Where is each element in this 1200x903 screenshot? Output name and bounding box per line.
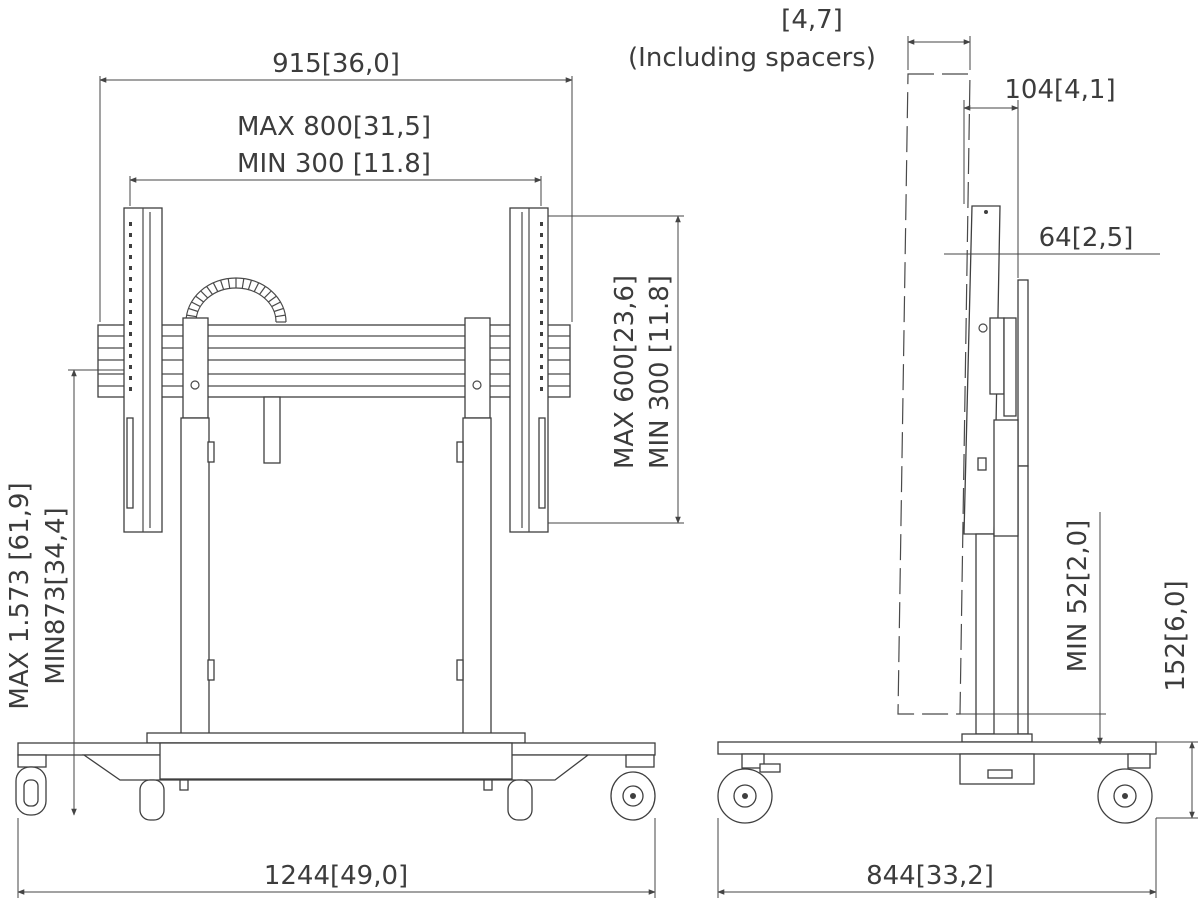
bracket-hole (540, 299, 543, 303)
bracket-hole (129, 255, 132, 259)
bracket-hole (129, 354, 132, 358)
bracket-hole (540, 343, 543, 347)
spiral-coil-tick (227, 278, 231, 289)
front-dimension-lines (17, 76, 684, 898)
spiral-coil-tick (219, 279, 225, 290)
bracket-hole (540, 310, 543, 314)
bracket-hole (540, 376, 543, 380)
spiral-coil-tick (271, 301, 281, 308)
bracket-hole (540, 354, 543, 358)
dim-label-vert-max-600: MAX 600[23,6] (610, 275, 640, 469)
bracket-hole (540, 365, 543, 369)
bracket-hole (129, 332, 132, 336)
spiral-coil-tick (275, 314, 286, 318)
spiral-coil-tick (263, 290, 272, 299)
bracket-hole (540, 255, 543, 259)
dim-label-min-52: MIN 52[2,0] (1063, 520, 1093, 673)
dim-label-height-max: MAX 1.573 [61,9] (5, 482, 35, 709)
bracket-hole (129, 343, 132, 347)
bracket-hole (129, 299, 132, 303)
side-view: [4,7] (Including spacers) 104[4,1] 64[2,… (628, 5, 1198, 898)
dim-label-height-min: MIN873[34,4] (41, 507, 71, 684)
dim-label-spacer-note: (Including spacers) (628, 43, 876, 73)
dim-label-64: 64[2,5] (1039, 223, 1134, 253)
bracket-hole (129, 244, 132, 248)
spiral-coil-tick (195, 295, 204, 303)
dim-label-152: 152[6,0] (1161, 580, 1191, 691)
spiral-coil-tick (212, 282, 219, 292)
bracket-hole (540, 222, 543, 226)
side-dimension-lines (717, 36, 1198, 898)
side-base (717, 741, 1157, 824)
cable-spiral (185, 277, 287, 323)
base (17, 732, 656, 781)
bracket-hole (129, 321, 132, 325)
bracket-hole (129, 233, 132, 237)
spiral-coil-tick (268, 295, 277, 303)
columns (180, 317, 492, 735)
bracket-hole (540, 387, 543, 391)
spiral-coil-tick (206, 286, 213, 295)
spiral-coil-tick (253, 282, 260, 292)
bracket-hole (540, 277, 543, 281)
bracket-hole (540, 321, 543, 325)
bracket-hole (129, 387, 132, 391)
bracket-hole (129, 222, 132, 226)
front-view: 915[36,0] MAX 800[31,5] MIN 300 [11.8] M… (5, 49, 684, 898)
spiral-coil-tick (200, 290, 209, 299)
bracket-hole (129, 310, 132, 314)
dim-label-104: 104[4,1] (1004, 75, 1115, 105)
spiral-coil-tick (273, 307, 284, 313)
dim-label-vert-min-300: MIN 300 [11.8] (645, 275, 675, 469)
spiral-coil-tick (191, 301, 201, 308)
side-bracket (961, 205, 1033, 743)
spiral-coil-tick (186, 314, 197, 318)
bracket-hole (129, 277, 132, 281)
bracket-hole (129, 288, 132, 292)
dim-label-min-300: MIN 300 [11.8] (237, 149, 431, 179)
bracket-hole (540, 288, 543, 292)
left-vesa-bracket (123, 207, 163, 533)
right-vesa-bracket (509, 207, 549, 533)
bracket-hole (540, 332, 543, 336)
bracket-hole (129, 266, 132, 270)
dim-label-spacer: [4,7] (781, 5, 843, 35)
dim-label-base-depth: 844[33,2] (866, 861, 994, 891)
spiral-coil-tick (259, 286, 266, 295)
dim-label-max-800: MAX 800[31,5] (237, 112, 431, 142)
bracket-hole (540, 266, 543, 270)
spiral-coil-tick (188, 307, 199, 313)
front-casters (15, 754, 656, 821)
bracket-hole (129, 376, 132, 380)
dim-label-base-width: 1244[49,0] (264, 861, 408, 891)
display-outline (897, 73, 971, 715)
crossbar (97, 324, 571, 464)
spiral-coil-tick (241, 278, 245, 289)
bracket-hole (540, 244, 543, 248)
bracket-hole (129, 365, 132, 369)
spiral-coil-tick (247, 279, 253, 290)
dim-label-width: 915[36,0] (272, 49, 400, 79)
bracket-hole (540, 233, 543, 237)
